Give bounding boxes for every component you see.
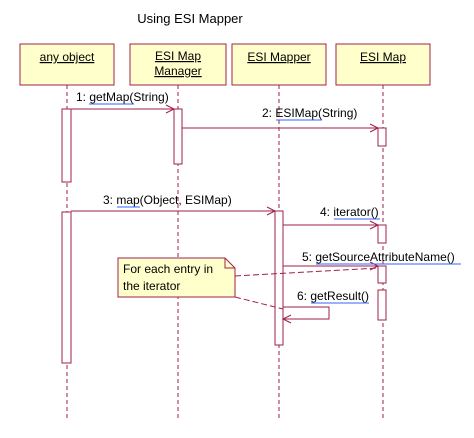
activation-esi-map-1 <box>377 127 387 147</box>
participant-esi-map: ESI Map <box>335 43 431 86</box>
message-6-label: 6: getResult() <box>297 289 369 303</box>
message-3-label: 3: map(Object, ESIMap) <box>103 193 232 207</box>
note-fold <box>224 258 235 269</box>
message-labels: 1: getMap(String) 2: ESIMap(String) 3: m… <box>76 90 461 304</box>
activation-esi-map-4 <box>377 289 387 321</box>
participant-esi-map-manager: ESI Map Manager <box>129 43 227 86</box>
message-4-label: 4: iterator() <box>320 205 379 219</box>
message-6-self-arrow <box>283 306 330 320</box>
note-line-2: the iterator <box>123 279 180 293</box>
participant-label: ESI Mapper <box>247 50 310 64</box>
participant-esi-mapper: ESI Mapper <box>231 43 327 86</box>
note-connector-2 <box>234 296 284 310</box>
message-5-label: 5: getSourceAttributeName() <box>302 250 455 264</box>
note-shape <box>117 257 236 298</box>
activation-esi-map-2 <box>377 224 387 244</box>
message-1-label: 1: getMap(String) <box>76 90 169 104</box>
participant-label: any object <box>40 50 95 64</box>
note-connector-1 <box>234 267 379 277</box>
participant-any-object: any object <box>19 43 115 86</box>
note: For each entry in the iterator <box>117 257 379 310</box>
participant-label: ESI Map <box>360 50 406 64</box>
note-line-1: For each entry in <box>123 262 213 276</box>
activation-esi-map-3 <box>377 265 387 284</box>
activations <box>61 108 387 364</box>
activation-any-object-2 <box>61 211 72 364</box>
message-2-label: 2: ESIMap(String) <box>262 106 357 120</box>
diagram-title: Using ESI Mapper <box>137 11 243 26</box>
message-arrows <box>71 104 380 324</box>
participant-label-line2: Manager <box>154 64 201 78</box>
participant-label: ESI Map <box>155 49 201 63</box>
activation-any-object-1 <box>61 108 72 183</box>
activation-esi-map-manager <box>173 108 183 165</box>
activation-esi-mapper <box>274 210 284 346</box>
